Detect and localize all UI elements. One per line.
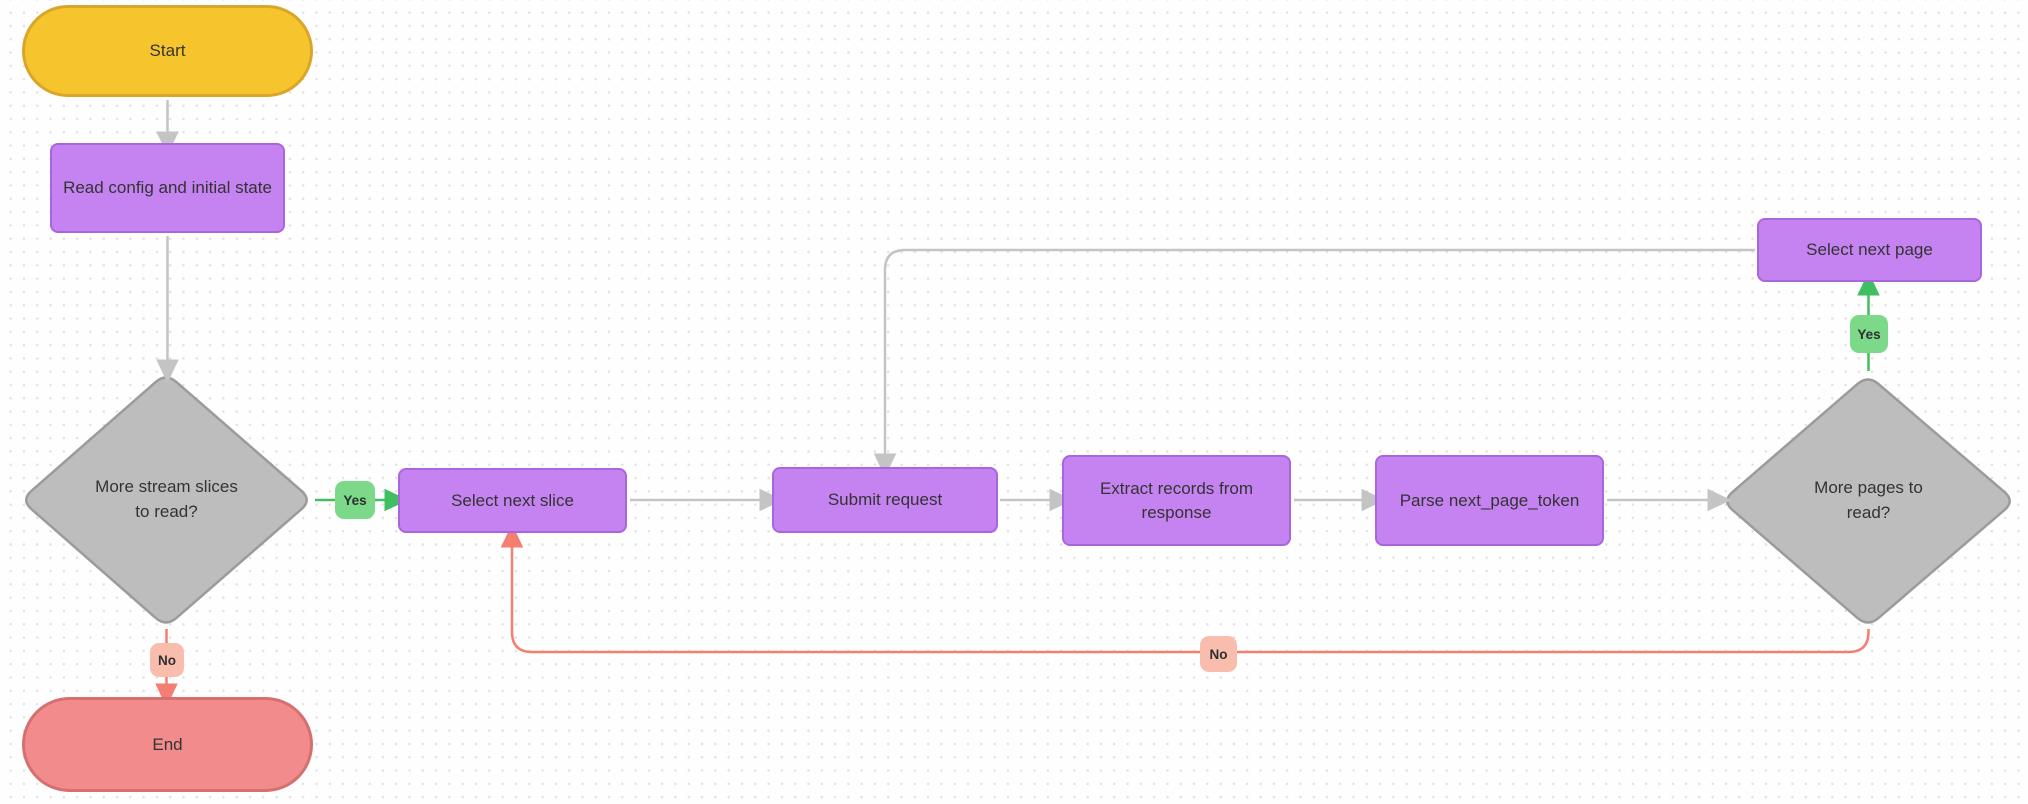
node-submit-request-label: Submit request: [827, 490, 943, 510]
node-end-label: End: [152, 734, 183, 754]
node-submit-request[interactable]: Submit request: [772, 467, 998, 533]
node-select-next-slice[interactable]: Select next slice: [398, 468, 627, 533]
node-start-label: Start: [149, 41, 186, 61]
edge-label-more-slices-no[interactable]: No: [150, 643, 184, 677]
node-select-next-slice-label: Select next slice: [451, 490, 574, 510]
decision-more-pages[interactable]: [1726, 378, 2011, 624]
node-read-config[interactable]: Read config and initial state: [50, 143, 285, 233]
node-end[interactable]: End: [22, 697, 313, 792]
node-extract-records[interactable]: Extract records from response: [1062, 455, 1291, 546]
decision-more-stream-slices[interactable]: [25, 376, 308, 624]
node-extract-records-label: Extract records from response: [1099, 478, 1254, 522]
node-read-config-label: Read config and initial state: [63, 178, 272, 198]
node-select-next-page[interactable]: Select next page: [1757, 218, 1982, 282]
edge-more-pages-no-to-select-slice: [500, 523, 1870, 654]
node-parse-next-page-token-label: Parse next_page_token: [1399, 490, 1580, 510]
node-start[interactable]: Start: [22, 5, 313, 97]
node-parse-next-page-token[interactable]: Parse next_page_token: [1375, 455, 1604, 546]
edge-select-page-to-submit: [873, 248, 1755, 478]
node-select-next-page-label: Select next page: [1806, 240, 1933, 260]
edge-label-more-slices-yes[interactable]: Yes: [335, 481, 375, 519]
edge-label-more-pages-no[interactable]: No: [1200, 636, 1237, 672]
edge-label-more-pages-yes[interactable]: Yes: [1850, 315, 1888, 353]
